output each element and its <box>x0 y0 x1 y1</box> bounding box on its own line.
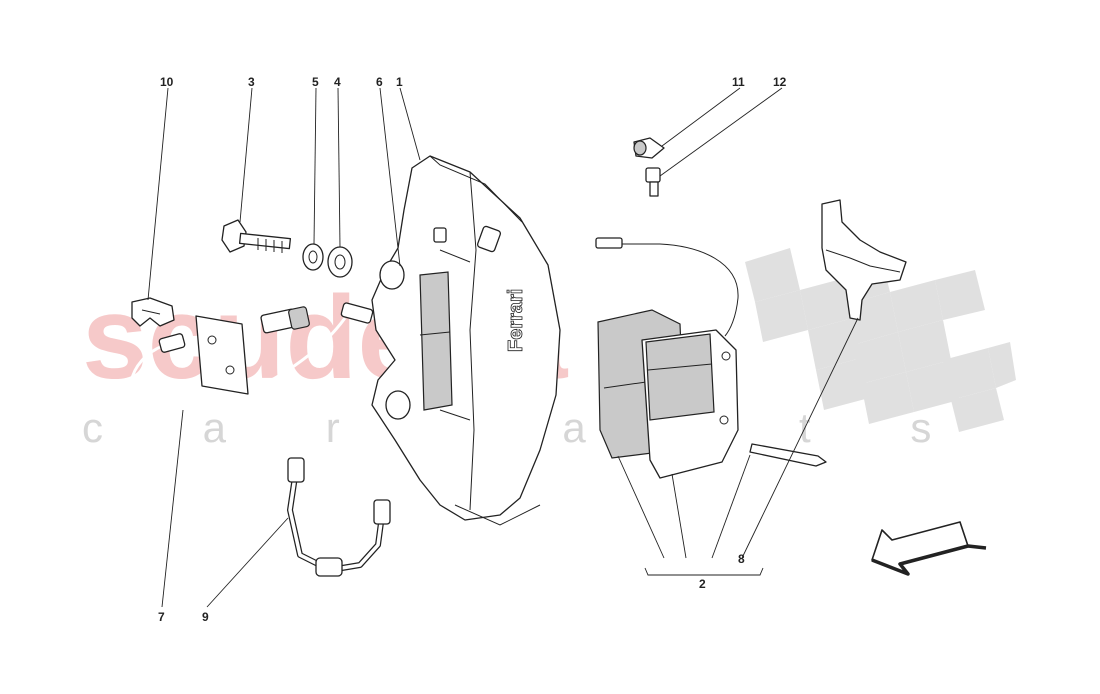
callout-11: 11 <box>732 75 745 89</box>
callout-labels: 10 3 5 4 6 1 11 12 7 9 2 8 <box>158 75 787 624</box>
callout-12: 12 <box>773 75 787 89</box>
part-3-bolt <box>221 219 292 253</box>
callout-2: 2 <box>699 577 706 591</box>
part-9-brake-pipe <box>287 457 391 577</box>
part-12-bleed-screw <box>645 167 661 197</box>
callout-1: 1 <box>396 75 403 89</box>
callout-6: 6 <box>376 75 383 89</box>
part-7-brake-hose <box>129 302 374 415</box>
checkered-flag-watermark <box>745 248 1016 432</box>
part-10-clip <box>131 297 175 327</box>
arrow-icon <box>871 521 987 576</box>
callout-9: 9 <box>202 610 209 624</box>
callout-3: 3 <box>248 75 255 89</box>
leader-lines <box>147 87 859 608</box>
pad-spring-clip <box>821 199 907 321</box>
callout-8: 8 <box>738 552 745 566</box>
part-11-bleed-cap <box>633 137 665 159</box>
callout-10: 10 <box>160 75 174 89</box>
part-5-washer <box>302 243 324 271</box>
part-8-pin <box>749 443 827 467</box>
caliper-logo: Ferrari <box>505 289 527 352</box>
callout-4: 4 <box>334 75 341 89</box>
callout-5: 5 <box>312 75 319 89</box>
part-4-washer <box>327 246 353 278</box>
part-2-brake-pads <box>595 237 739 479</box>
callout-7: 7 <box>158 610 165 624</box>
part-1-brake-caliper: Ferrari <box>371 155 561 526</box>
